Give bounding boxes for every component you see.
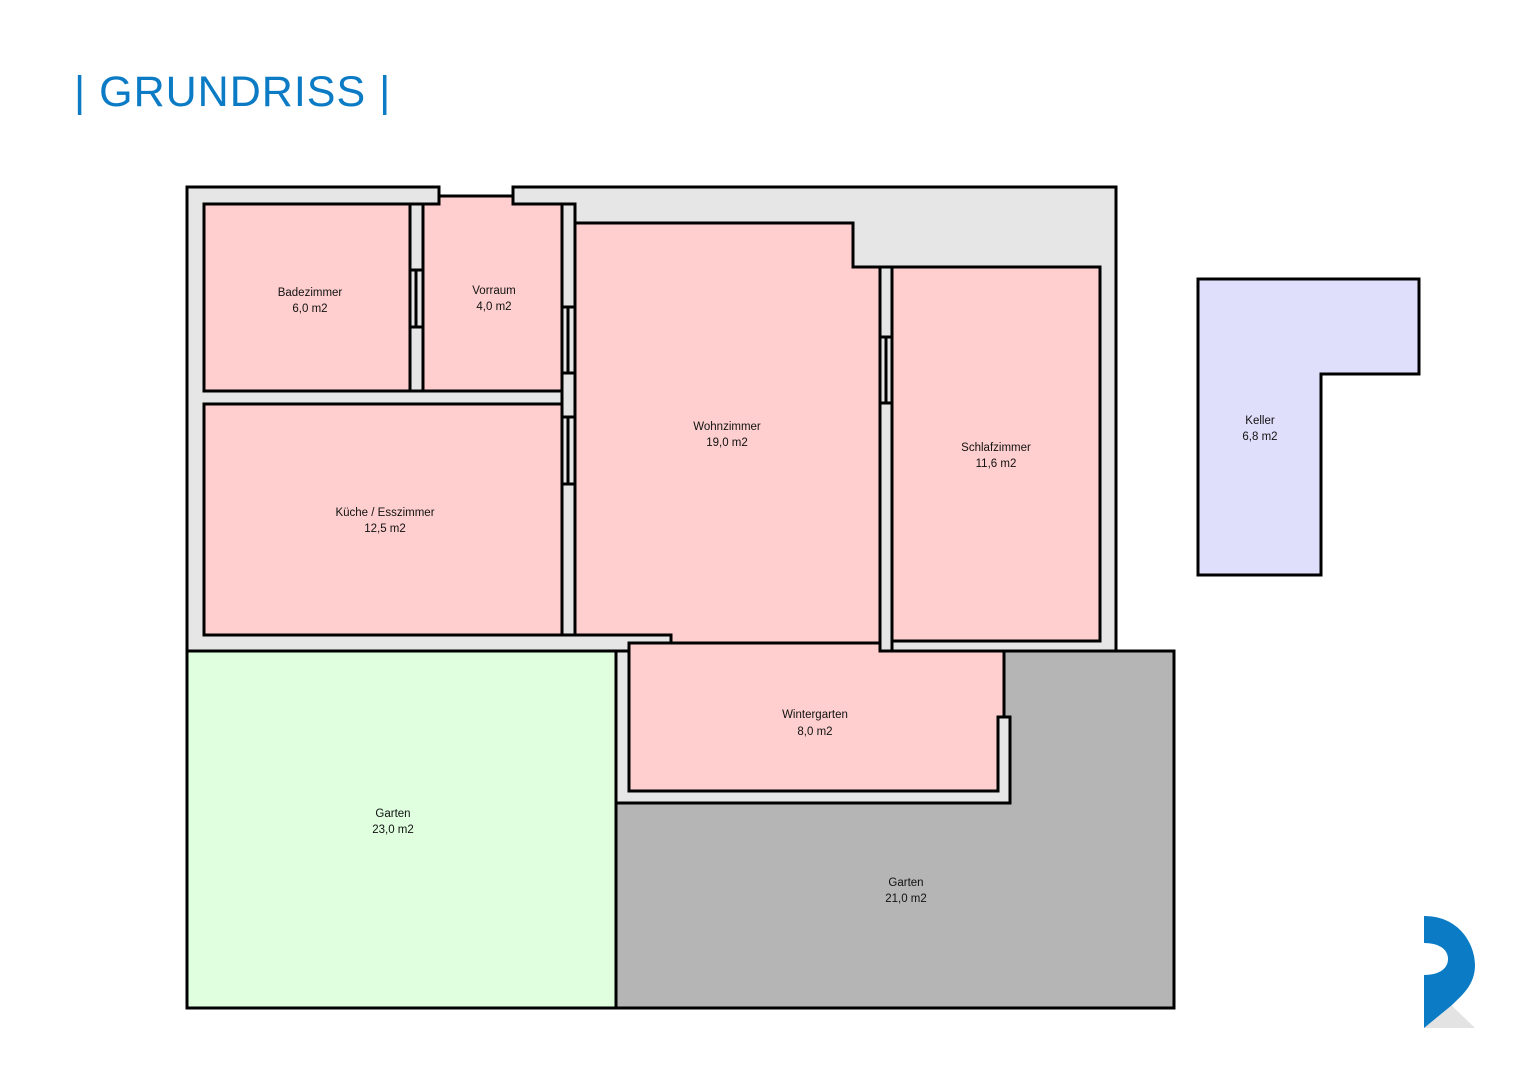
room-kueche	[202, 402, 564, 637]
page-title: | GRUNDRISS |	[74, 68, 392, 116]
room-wohnzimmer	[573, 221, 882, 645]
label-vorraum: Vorraum	[472, 285, 515, 297]
label-badezimmer: Badezimmer	[278, 287, 343, 299]
area-wohnzimmer: 19,0 m2	[706, 437, 748, 449]
label-wohnzimmer: Wohnzimmer	[693, 421, 761, 433]
logo	[1424, 916, 1475, 1028]
area-vorraum: 4,0 m2	[476, 301, 511, 313]
area-schlafzimmer: 11,6 m2	[976, 458, 1017, 470]
label-wintergarten: Wintergarten	[782, 709, 848, 721]
area-garten-2: 21,0 m2	[885, 893, 927, 905]
room-badezimmer	[202, 202, 412, 393]
label-kueche: Küche / Esszimmer	[335, 507, 434, 519]
area-kueche: 12,5 m2	[364, 523, 406, 535]
label-keller: Keller	[1245, 415, 1275, 427]
room-keller	[1196, 277, 1421, 577]
garden-green	[185, 649, 618, 1010]
room-vorraum	[421, 194, 564, 393]
area-garten-1: 23,0 m2	[372, 824, 414, 836]
room-schlafzimmer	[890, 265, 1102, 643]
area-badezimmer: 6,0 m2	[292, 303, 327, 315]
label-garten-1: Garten	[375, 808, 410, 820]
label-garten-2: Garten	[888, 877, 923, 889]
label-schlafzimmer: Schlafzimmer	[961, 442, 1031, 454]
doors	[408, 202, 894, 653]
area-keller: 6,8 m2	[1242, 431, 1277, 443]
area-wintergarten: 8,0 m2	[797, 726, 832, 738]
